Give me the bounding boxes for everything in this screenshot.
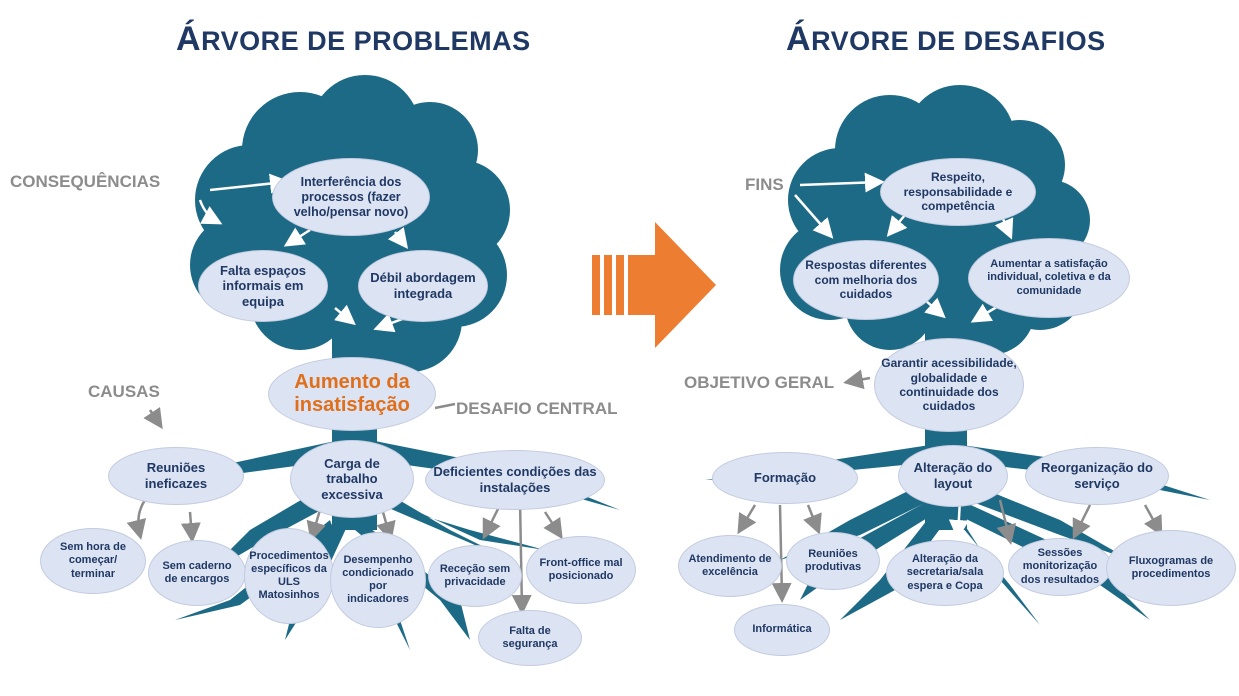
sub-means-node: Alteração da secretaria/sala espera e Co… — [886, 540, 1004, 606]
means-node: Formação — [712, 452, 858, 504]
cause-node: Deficientes condições das instalações — [425, 450, 605, 510]
means-node: Alteração do layout — [898, 445, 1008, 507]
transition-arrow — [592, 222, 716, 348]
right-title: ÁRVORE DE DESAFIOS — [786, 20, 1106, 58]
sub-cause-node: Desempenho condicionado por indicadores — [330, 532, 426, 628]
objective-label: OBJETIVO GERAL — [684, 373, 835, 392]
sub-cause-node: Receção sem privacidade — [428, 545, 522, 607]
cause-node: Reuniões ineficazes — [108, 447, 244, 505]
cause-node: Carga de trabalho excessiva — [290, 440, 414, 518]
consequence-node: Interferência dos processos (fazer velho… — [272, 158, 430, 236]
consequences-label: CONSEQUÊNCIAS — [10, 172, 161, 191]
sub-cause-node: Front-office mal posicionado — [526, 536, 636, 604]
causes-label: CAUSAS — [88, 382, 160, 401]
sub-means-node: Atendimento de excelência — [678, 535, 782, 597]
sub-means-node: Sessões monitorização dos resultados — [1008, 538, 1112, 596]
sub-cause-node: Falta de segurança — [478, 610, 582, 666]
fin-node: Respeito, responsabilidade e competência — [880, 158, 1036, 226]
sub-means-node: Fluxogramas de procedimentos — [1106, 530, 1236, 606]
consequence-node: Falta espaços informais em equipa — [198, 250, 328, 322]
sub-cause-node: Sem caderno de encargos — [148, 540, 246, 606]
sub-means-node: Reuniões produtivas — [786, 532, 880, 590]
consequence-node: Débil abordagem integrada — [358, 250, 488, 322]
fins-label: FINS — [745, 175, 784, 194]
left-title: ÁRVORE DE PROBLEMAS — [176, 20, 531, 58]
central-challenge-label: DESAFIO CENTRAL — [456, 399, 618, 418]
sub-cause-node: Sem hora de começar/ terminar — [40, 528, 146, 594]
fin-node: Respostas diferentes com melhoria dos cu… — [793, 240, 939, 320]
objective-node: Garantir acessibilidade, globalidade e c… — [874, 338, 1024, 432]
central-problem-node: Aumento da insatisfação — [268, 357, 436, 431]
sub-cause-node: Procedimentos específicos da ULS Matosin… — [244, 528, 334, 624]
means-node: Reorganização do serviço — [1025, 447, 1169, 505]
fin-node: Aumentar a satisfação individual, coleti… — [968, 238, 1130, 318]
sub-means-node: Informática — [734, 604, 830, 656]
